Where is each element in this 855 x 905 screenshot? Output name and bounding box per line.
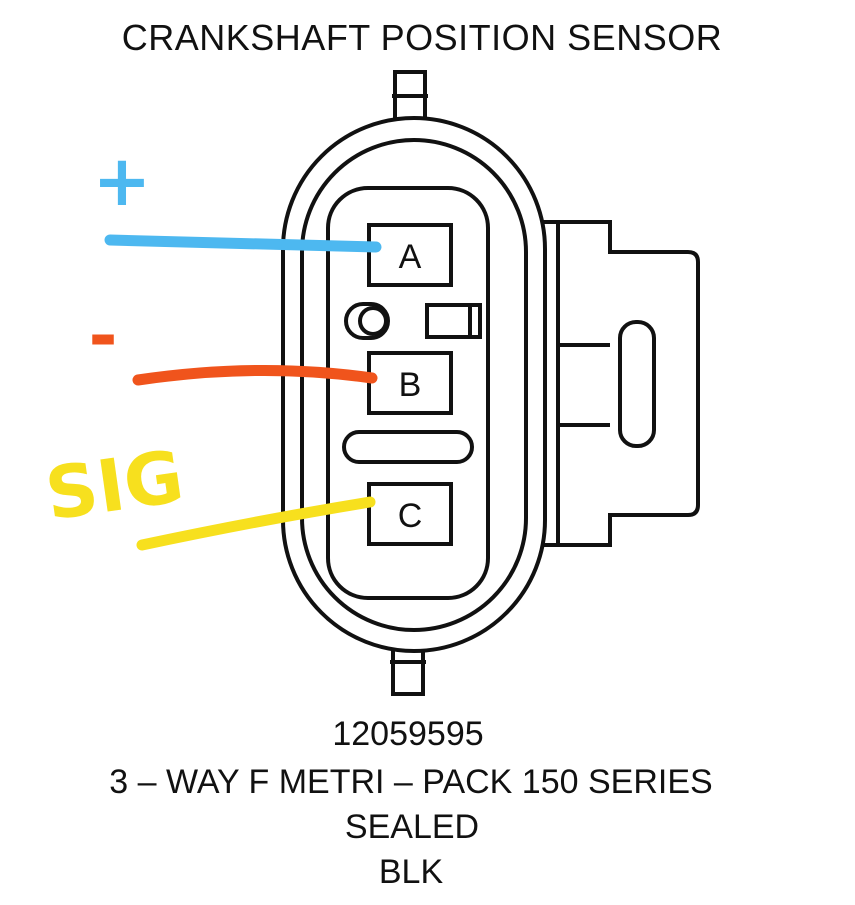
connector-inner-shell xyxy=(300,138,528,632)
sealed-label: SEALED xyxy=(345,808,479,846)
pin-label-b: B xyxy=(399,366,422,404)
annotation-minus: - xyxy=(88,295,117,377)
wire-sig xyxy=(136,496,376,551)
part-number: 12059595 xyxy=(332,715,483,753)
pin-cavity-a xyxy=(367,223,453,287)
diagram-title: CRANKSHAFT POSITION SENSOR xyxy=(122,17,722,58)
connector-series: 3 – WAY F METRI – PACK 150 SERIES xyxy=(109,763,712,801)
wire-plus xyxy=(104,234,382,253)
pin-label-a: A xyxy=(399,238,422,276)
pin-label-c: C xyxy=(398,497,423,535)
connector-cavity-face xyxy=(326,186,490,600)
side-lock-housing xyxy=(535,220,700,547)
annotation-plus: + xyxy=(93,140,152,222)
color-label: BLK xyxy=(379,853,444,891)
wire-minus xyxy=(132,365,378,386)
key-block xyxy=(425,303,482,339)
connector-housing xyxy=(281,70,700,696)
annotation-sig: SIG xyxy=(40,434,188,536)
key-rib xyxy=(342,430,474,464)
pin-cavity-c xyxy=(367,482,453,546)
key-pod-circle xyxy=(358,306,388,336)
side-lock-slot xyxy=(618,320,656,448)
